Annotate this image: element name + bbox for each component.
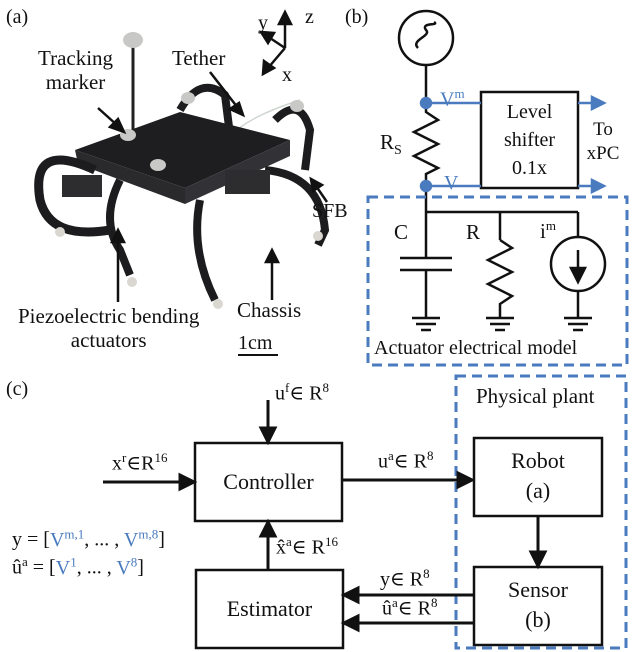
robot-photo [34, 9, 330, 356]
robot-ref: (a) [525, 478, 551, 503]
y-label: y∈ R8 [380, 566, 430, 591]
xr-label: xr∈R16 [112, 450, 168, 475]
actuators-label: Piezoelectric bending actuators [18, 304, 200, 352]
physical-plant-label: Physical plant [476, 384, 595, 408]
v-label: V [444, 172, 459, 194]
uhat-definition: ûa = [V1, ... , V8] [12, 554, 144, 579]
panel-b-tag: (b) [345, 6, 369, 28]
panel-c-tag: (c) [6, 378, 29, 400]
uhat-label: ûa∈ R8 [382, 595, 438, 620]
y-definition: y = [Vm,1, ... , Vm,8] [12, 526, 165, 551]
scale-bar-label: 1cm [238, 332, 273, 354]
sensor-block: Sensor (b) [474, 575, 602, 635]
panel-c: (c) Physical plant Controller Estimator … [0, 370, 633, 652]
robot-block: Robot (a) [474, 446, 602, 506]
axis-x-label: x [282, 64, 292, 86]
tracking-marker-label: Tracking marker [38, 46, 114, 94]
ua-label: ua∈ R8 [378, 448, 434, 473]
panel-a: (a) y z x Tracking marker Tether SFB Cha… [0, 0, 350, 365]
axis-z-label: z [305, 6, 314, 28]
xhat-label: x̂a∈ R16 [276, 534, 338, 559]
axis-y-label: y [258, 12, 268, 34]
vm-label: Vm [440, 86, 465, 111]
chassis-label: Chassis [237, 298, 302, 322]
resistor-label: R [466, 220, 481, 244]
sensor-ref: (b) [525, 607, 551, 632]
estimator-block: Estimator [226, 596, 313, 621]
uf-label: uf∈ R8 [275, 380, 329, 405]
tether-label: Tether [172, 46, 226, 70]
to-xpc-label: To xPC [586, 119, 620, 164]
capacitor-label: C [394, 220, 409, 244]
level-shifter-label: Level shifter 0.1x [503, 101, 556, 179]
block-diagram [103, 374, 628, 650]
panel-a-tag: (a) [6, 6, 29, 28]
rs-label: RS [380, 130, 402, 159]
panel-b: (b) Vm V RS Level shifter 0.1x To xPC C … [345, 6, 629, 367]
sfb-label: SFB [312, 200, 348, 222]
circuit-diagram [366, 9, 629, 367]
current-source-label: im [540, 218, 556, 243]
robot-title: Robot [511, 448, 565, 473]
sensor-title: Sensor [508, 577, 568, 602]
actuator-model-label: Actuator electrical model [374, 337, 578, 359]
controller-block: Controller [223, 469, 314, 494]
